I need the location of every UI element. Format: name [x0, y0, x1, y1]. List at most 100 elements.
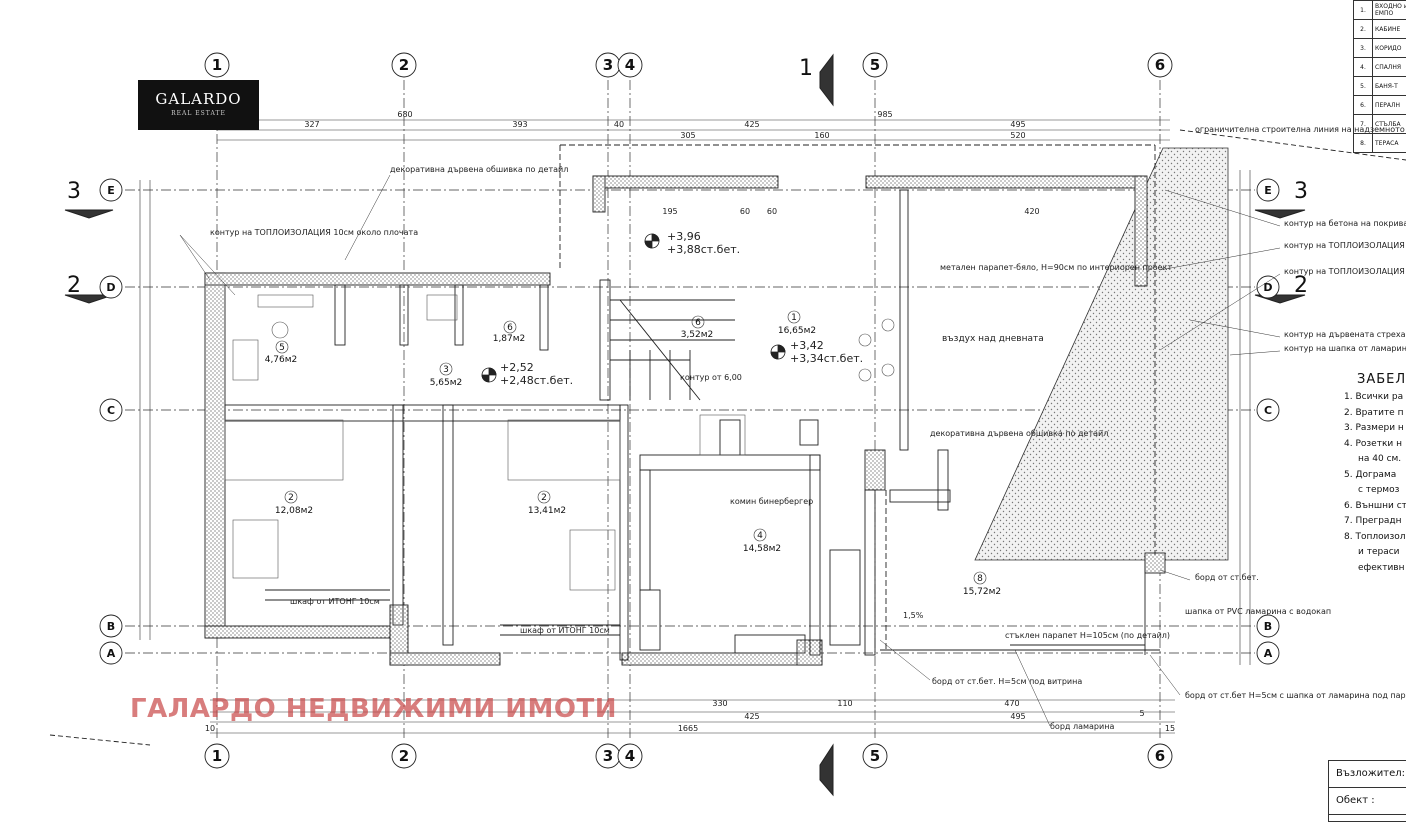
legend-item: с термоз: [1344, 483, 1406, 499]
dim-text: 15: [1165, 724, 1175, 733]
room-area: 3,52м2: [681, 330, 714, 340]
note: контур на ТОПЛОИЗОЛАЦИЯ 10см около плоча…: [210, 228, 418, 237]
room-area: 4,76м2: [265, 355, 298, 365]
axis-label-left: E: [107, 184, 115, 197]
dim-text: 680: [397, 110, 412, 119]
note: контур от 6,00: [680, 373, 742, 382]
table-row: 5.БАНЯ-Т: [1354, 77, 1406, 96]
dim-text: 305: [680, 131, 695, 140]
room-number: 8: [977, 574, 983, 584]
legend-item: 1. Всички ра: [1344, 390, 1406, 406]
table-cell-label: КОРИДО: [1373, 39, 1406, 58]
dim-text: 60: [767, 207, 777, 216]
table-row: 6.ПЕРАЛН: [1354, 96, 1406, 115]
note: борд от ст.бет Н=5см с шапка от ламарина…: [1185, 691, 1406, 700]
room-number: 2: [541, 493, 547, 503]
level-text: +3,88ст.бет.: [667, 243, 740, 256]
note: контур на ТОПЛОИЗОЛАЦИЯ 15см по стените: [1284, 267, 1406, 276]
axis-label-right: C: [1264, 404, 1272, 417]
note: контур на дървената стреха: [1284, 330, 1406, 339]
dim-text: 10: [205, 724, 215, 733]
legend-item: и тераси: [1344, 545, 1406, 561]
axis-label-left: B: [107, 620, 115, 633]
logo-name: GALARDO: [138, 90, 259, 108]
table-cell-label: ТЕРАСА: [1373, 134, 1406, 153]
axis-label-right: D: [1263, 281, 1272, 294]
axis-label-top: 5: [870, 56, 880, 74]
table-cell-no: 5.: [1354, 77, 1373, 96]
dim-text: 60: [740, 207, 750, 216]
room-area: 5,65м2: [430, 378, 463, 388]
axis-label-right: E: [1264, 184, 1272, 197]
note: контур на ТОПЛОИЗОЛАЦИЯ 10см около плоча…: [1284, 241, 1406, 250]
roof-hatch-area: [975, 148, 1228, 560]
note: шкаф от ИТОНГ 10см: [520, 626, 610, 635]
note: борд от ст.бет. Н=5см под витрина: [932, 677, 1082, 686]
axis-label-bottom: 3: [603, 747, 613, 765]
table-cell-no: 6.: [1354, 96, 1373, 115]
axis-label-bottom: 4: [625, 747, 635, 765]
dim-text: 420: [1024, 207, 1039, 216]
table-row: 4.СПАЛНЯ: [1354, 58, 1406, 77]
note: декоративна дървена обшивка по детайл: [390, 165, 568, 174]
dim-text: 110: [837, 699, 852, 708]
note: стъклен парапет Н=105см (по детайл): [1005, 631, 1170, 640]
axis-label-bottom: 6: [1155, 747, 1165, 765]
axis-label-top: 1: [212, 56, 222, 74]
table-cell-label: КАБИНЕ: [1373, 20, 1406, 39]
legend-item: 3. Размери н: [1344, 421, 1406, 437]
table-cell-no: 8.: [1354, 134, 1373, 153]
legend-item: на 40 см.: [1344, 452, 1406, 468]
table-cell-label: БАНЯ-Т: [1373, 77, 1406, 96]
legend-item: 2. Вратите п: [1344, 406, 1406, 422]
logo-tagline: REAL ESTATE: [138, 110, 259, 117]
room-area: 13,41м2: [528, 506, 566, 516]
axis-label-top: 2: [399, 56, 409, 74]
legend-item: 5. Дограма: [1344, 468, 1406, 484]
note: метален парапет-бяло, Н=90см по интериор…: [940, 263, 1172, 272]
axis-label-left: C: [107, 404, 115, 417]
axis-label-top: 3: [603, 56, 613, 74]
dim-text: 425: [744, 712, 759, 721]
legend-item: 4. Розетки н: [1344, 437, 1406, 453]
axis-label-left: A: [107, 647, 116, 660]
level-text: +2,52: [500, 361, 534, 374]
axis-label-bottom: 5: [870, 747, 880, 765]
dim-text: 1665: [678, 724, 698, 733]
table-row: 3.КОРИДО: [1354, 39, 1406, 58]
table-row: 8.ТЕРАСА: [1354, 134, 1406, 153]
axis-label-right: A: [1264, 647, 1273, 660]
room-schedule-table: 1.ВХОДНО и ЕМПО 2.КАБИНЕ 3.КОРИДО 4.СПАЛ…: [1353, 0, 1406, 153]
room-number: 6: [507, 323, 513, 333]
section-label: 3: [1294, 179, 1308, 204]
table-row: 2.КАБИНЕ: [1354, 20, 1406, 39]
table-cell-no: 7.: [1354, 115, 1373, 134]
note: комин бинербергер: [730, 497, 813, 506]
axis-label-top: 4: [625, 56, 635, 74]
dim-text: 160: [814, 131, 829, 140]
title-block-author: Възложител:: [1329, 761, 1406, 788]
note: борд от ст.бет.: [1195, 573, 1259, 582]
room-number: 1: [791, 313, 797, 323]
room-number: 2: [288, 493, 294, 503]
legend-item: ефективн: [1344, 561, 1406, 577]
dim-text: 327: [304, 120, 319, 129]
section-label: 2: [1294, 273, 1308, 298]
dim-text: 425: [744, 120, 759, 129]
note: шкаф от ИТОНГ 10см: [290, 597, 380, 606]
axis-label-bottom: 2: [399, 747, 409, 765]
axis-label-left: D: [106, 281, 115, 294]
table-row: 1.ВХОДНО и ЕМПО: [1354, 1, 1406, 20]
legend-item: 7. Преградн: [1344, 514, 1406, 530]
title-block-object: Обект :: [1329, 788, 1406, 815]
dim-text: 330: [712, 699, 727, 708]
note: контур на шапка от ламарина с: [1284, 344, 1406, 353]
room-area: 16,65м2: [778, 326, 816, 336]
level-text: +2,48ст.бет.: [500, 374, 573, 387]
dim-text: 195: [662, 207, 677, 216]
dim-text: 520: [1010, 131, 1025, 140]
level-text: +3,96: [667, 230, 701, 243]
watermark-text: ГАЛАРДО НЕДВИЖИМИ ИМОТИ: [130, 694, 617, 724]
note: въздух над дневната: [942, 334, 1044, 344]
room-area: 1,87м2: [493, 334, 526, 344]
